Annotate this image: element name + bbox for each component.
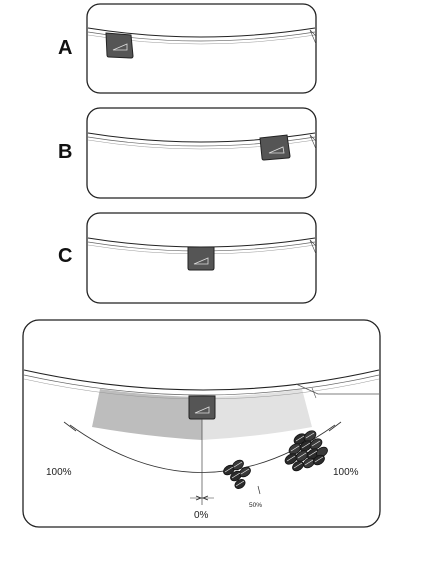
- knob-c: [187, 246, 215, 271]
- label-left-100: 100%: [46, 467, 72, 478]
- knob-a: [105, 32, 134, 59]
- panel-label-c: C: [58, 245, 73, 267]
- panel-c: [86, 212, 317, 304]
- zone-light: [202, 389, 312, 440]
- panel-a: [86, 3, 317, 94]
- detail-panel: 100% 100% 0% 50%: [22, 319, 381, 528]
- label-zero: 0%: [194, 510, 209, 521]
- label-right-100: 100%: [333, 467, 359, 478]
- panel-label-a: A: [58, 37, 73, 59]
- panel-label-b: B: [58, 141, 73, 163]
- knob-detail: [188, 395, 216, 420]
- panel-b: [86, 107, 317, 199]
- coffee-beans-icon-small: [223, 459, 251, 489]
- label-50: 50%: [249, 502, 262, 509]
- coffee-beans-icon-large: [284, 430, 328, 472]
- knob-b: [259, 134, 291, 161]
- zone-dark: [92, 389, 202, 440]
